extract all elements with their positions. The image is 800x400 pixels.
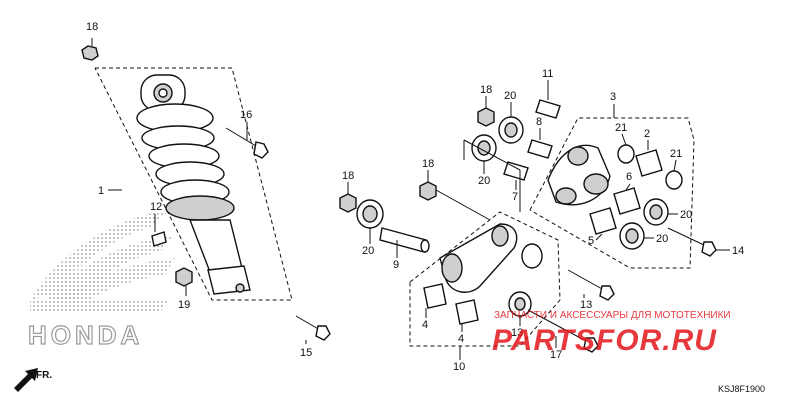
callout-20-a: 20 bbox=[504, 90, 516, 102]
diagram-code: KSJ8F1900 bbox=[718, 384, 765, 394]
callout-20-e: 13 bbox=[511, 327, 523, 339]
callout-1: 1 bbox=[98, 185, 104, 197]
callout-12: 12 bbox=[150, 201, 162, 213]
honda-wing-logo: HONDA bbox=[27, 210, 175, 351]
brand-logo-text: HONDA bbox=[28, 320, 143, 350]
callout-17: 17 bbox=[550, 349, 562, 361]
bushing-6 bbox=[613, 187, 641, 215]
callout-4-b: 4 bbox=[458, 333, 464, 345]
callout-13: 13 bbox=[580, 299, 592, 311]
bushing-4-a bbox=[423, 283, 447, 309]
callout-20-b: 20 bbox=[478, 175, 490, 187]
shock-assembly-boundary bbox=[94, 67, 293, 301]
callout-18-center: 18 bbox=[422, 158, 434, 170]
callout-14: 14 bbox=[732, 245, 744, 257]
pipe-7 bbox=[503, 161, 529, 181]
callout-labels: 18 1 12 16 19 15 18 20 20 11 8 3 21 2 21… bbox=[86, 21, 744, 373]
shock-link-boundary bbox=[409, 211, 561, 347]
callout-4-a: 4 bbox=[422, 319, 428, 331]
callout-18-mid: 18 bbox=[342, 170, 354, 182]
callout-9: 9 bbox=[393, 259, 399, 271]
callout-6: 6 bbox=[626, 171, 632, 183]
bolt-15 bbox=[295, 315, 331, 341]
bolt-17 bbox=[527, 309, 599, 353]
nut-19 bbox=[175, 267, 193, 287]
watermark-tagline: ЗАПЧАСТИ И АКСЕССУАРЫ ДЛЯ МОТОТЕХНИКИ bbox=[494, 310, 731, 321]
callout-16: 16 bbox=[240, 109, 252, 121]
callout-10: 10 bbox=[453, 361, 465, 373]
callout-19: 19 bbox=[178, 299, 190, 311]
nut-18-upper bbox=[477, 107, 495, 127]
dust-seal-21-b bbox=[665, 170, 683, 190]
bolt-16 bbox=[225, 127, 269, 159]
dust-seal-21-a bbox=[617, 144, 635, 164]
pipe-8 bbox=[527, 139, 553, 159]
callout-11: 11 bbox=[542, 68, 553, 80]
fr-label: FR. bbox=[36, 370, 52, 381]
bushing-2 bbox=[635, 149, 663, 177]
nut-18-center bbox=[419, 181, 437, 201]
bolt-14 bbox=[667, 227, 717, 257]
callout-21-a: 21 bbox=[615, 122, 627, 134]
front-arrow-icon: FR. bbox=[14, 368, 52, 392]
rear-shock-absorber bbox=[136, 74, 251, 295]
callout-8: 8 bbox=[536, 116, 542, 128]
pipe-11 bbox=[535, 99, 561, 119]
callout-20-d: 20 bbox=[656, 233, 668, 245]
callout-2: 2 bbox=[644, 128, 650, 140]
callout-15: 15 bbox=[300, 347, 312, 359]
shock-arm-3 bbox=[547, 144, 611, 206]
pipe-9 bbox=[379, 227, 430, 253]
callout-21-b: 21 bbox=[670, 148, 682, 160]
bushing-4-b bbox=[455, 299, 479, 325]
callout-20-c: 20 bbox=[680, 209, 692, 221]
callout-18-upper: 18 bbox=[480, 84, 492, 96]
callout-18-top: 18 bbox=[86, 21, 98, 33]
nut-18-mid bbox=[339, 193, 357, 213]
bolt-13 bbox=[567, 269, 615, 301]
watermark-brand: PARTSFOR.RU bbox=[492, 324, 717, 357]
watermark: ЗАПЧАСТИ И АКСЕССУАРЫ ДЛЯ МОТОТЕХНИКИ PA… bbox=[492, 310, 731, 357]
callout-7: 7 bbox=[512, 191, 518, 203]
callout-20-left: 20 bbox=[362, 245, 374, 257]
shock-label-plate bbox=[151, 231, 167, 247]
shock-link-10 bbox=[439, 223, 543, 293]
callout-3: 3 bbox=[610, 91, 616, 103]
bushing-5 bbox=[589, 207, 617, 235]
nut-18-top bbox=[81, 45, 99, 61]
callout-5: 5 bbox=[588, 235, 594, 247]
